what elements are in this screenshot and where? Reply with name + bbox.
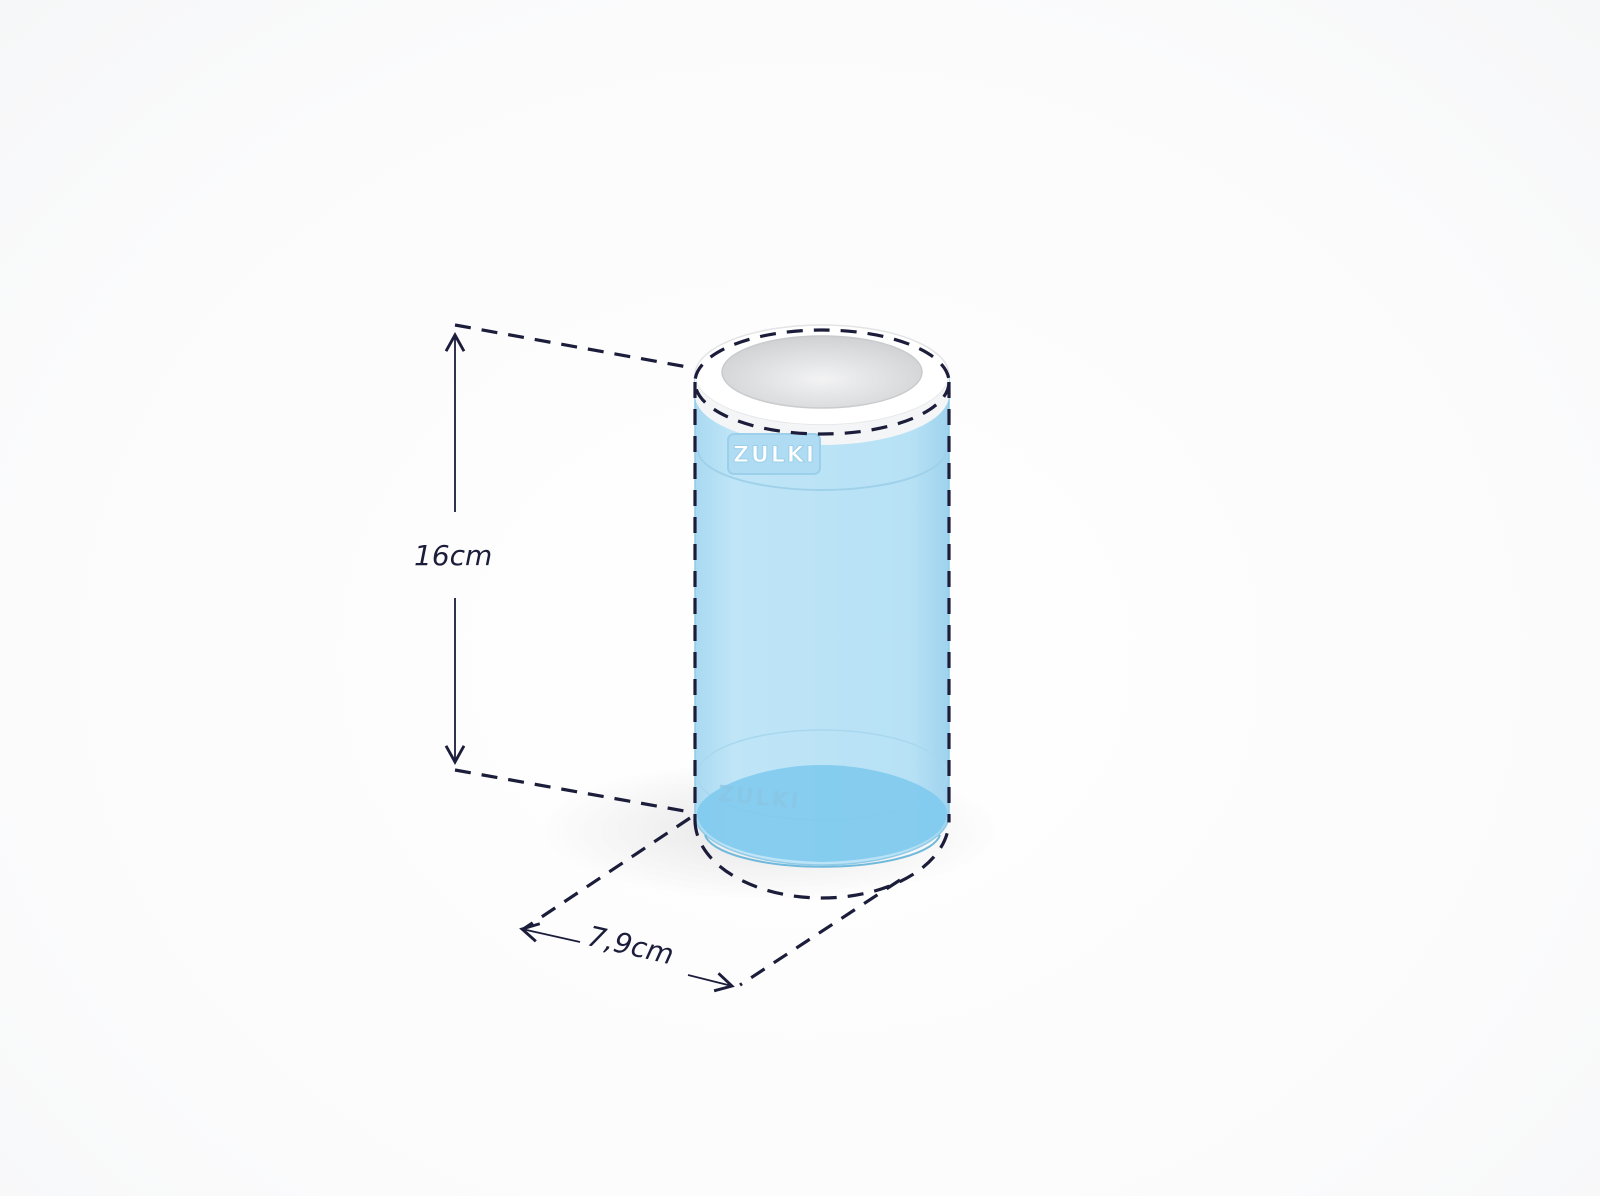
diameter-extension-left [521,816,691,932]
height-extension-bottom [454,768,691,814]
brand-badge-top: ZULKI [727,433,821,475]
height-extension-top [454,323,694,370]
height-label: 16cm [414,539,492,572]
diameter-arrow-right [687,972,735,993]
dashed-outline [454,323,951,987]
cylinder-opening [721,335,923,409]
diameter-label: 7,9cm [585,920,677,972]
diameter-extension-right [739,878,901,987]
cylinder-base [697,765,947,862]
collar-band-line [697,449,947,491]
diameter-dimension [519,922,735,993]
cylinder: ZULKI ZULKI [694,324,950,868]
diameter-arrow-left [519,922,581,943]
brand-logo-top: ZULKI [733,443,816,468]
cylinder-body [694,374,950,866]
base-dashed-outline [693,819,951,900]
base-rim-line [704,834,941,868]
